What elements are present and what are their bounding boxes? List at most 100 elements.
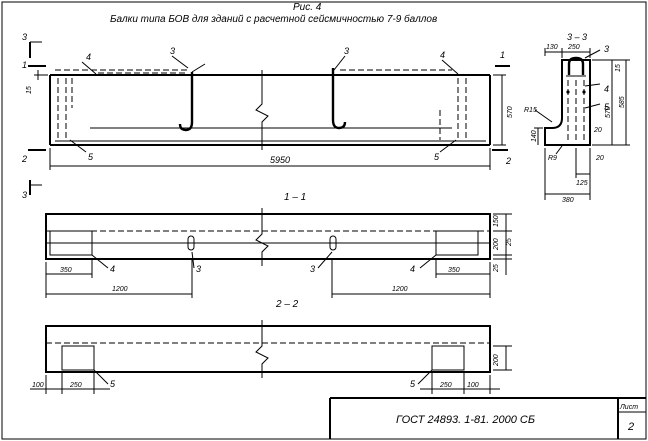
- leader-3-right-label: 3: [344, 46, 349, 56]
- dim-length-value: 5950: [270, 155, 290, 165]
- section-3-3: 3 – 3 3 4 5 130 250 15 570 585: [524, 32, 630, 204]
- cut-3-bottom-label: 3: [22, 190, 27, 200]
- section-3-3-r15-leader: [534, 109, 553, 123]
- section-2-2-leader-5-right-label: 5: [410, 379, 416, 389]
- section-2-2-leader-5-left: [93, 369, 109, 385]
- hook-bar-left: [178, 72, 194, 132]
- section-3-3-leader-3: [584, 49, 601, 59]
- section-3-3-outline: [544, 59, 591, 146]
- section-1-1-vdim-25a: 25: [506, 238, 513, 247]
- figure-number: Рис. 4: [293, 2, 322, 13]
- section-3-3-dim-570: 570: [605, 106, 612, 118]
- leader-5-left-label: 5: [88, 152, 94, 162]
- leader-5-left: [69, 139, 87, 153]
- section-3-3-bar-dot-2: [582, 90, 586, 94]
- section-3-3-dim-15: 15: [615, 64, 622, 72]
- section-1-1-leader-3-right: [317, 251, 333, 269]
- leader-4-left: [81, 61, 97, 75]
- section-3-3-dim-585: 585: [619, 96, 626, 108]
- section-2-2-dim-100-left: 100: [32, 382, 44, 389]
- section-1-1-vdim-25b: 25: [493, 264, 500, 273]
- break-symbol-elevation: [255, 70, 269, 150]
- dim-15-value: 15: [26, 86, 33, 94]
- section-1-1-dim-350-left: 350: [60, 267, 72, 274]
- section-3-3-hook: [567, 56, 585, 75]
- section-3-3-dim-130: 130: [546, 44, 558, 51]
- section-3-3-leader-3-label: 3: [604, 44, 609, 54]
- section-3-3-leader-5: [584, 103, 601, 109]
- title-block: ГОСТ 24893. 1-81. 2000 СБ Лист 2: [329, 397, 646, 439]
- section-1-1-hook-left: [187, 235, 195, 251]
- beam-elevation: 1 1 2 2 3 3 4 3 3 4 5 5 5950 570: [21, 32, 514, 200]
- section-2-2-break: [255, 320, 269, 378]
- figure-caption: Балки типа БОВ для зданий с расчетной се…: [110, 13, 437, 25]
- gost-designation: ГОСТ 24893. 1-81. 2000 СБ: [396, 414, 535, 426]
- section-3-3-title: 3 – 3: [567, 32, 587, 42]
- section-2-2-mesh-right: [431, 345, 465, 371]
- section-1-1-leader-3-left: [191, 251, 195, 269]
- section-2-2-dim-100-right: 100: [467, 382, 479, 389]
- section-3-3-r9-leader: [555, 145, 563, 155]
- section-1-1-leader-4-right: [419, 254, 437, 269]
- section-2-2-dim-250-left: 250: [69, 382, 82, 389]
- leader-5-right-label: 5: [434, 152, 440, 162]
- section-2-2-mesh-left: [61, 345, 95, 371]
- section-1-1: 1 – 1 4 3 3 4 350 1200 1200 350: [45, 192, 513, 298]
- section-1-1-leader-4-left: [91, 254, 109, 269]
- section-3-3-dim-r15: R15: [524, 107, 537, 114]
- cut-2-right-label: 2: [505, 156, 511, 166]
- sheet-number: 2: [627, 421, 634, 433]
- cut-1-right-label: 1: [500, 50, 505, 60]
- section-3-3-dim-20a: 20: [593, 127, 602, 134]
- section-1-1-mesh-left: [49, 230, 93, 256]
- section-2-2: 2 – 2 5 5 100 250 250 100 200: [30, 299, 512, 394]
- leader-3-right: [333, 55, 346, 71]
- section-2-2-title: 2 – 2: [275, 299, 299, 310]
- section-3-3-dim-250: 250: [567, 44, 580, 51]
- section-3-3-leader-4: [584, 83, 601, 87]
- section-1-1-title: 1 – 1: [284, 192, 306, 203]
- section-1-1-vdim-150: 150: [493, 215, 500, 227]
- section-1-1-mesh-right: [435, 230, 479, 256]
- section-1-1-leader-4-left-label: 4: [110, 264, 115, 274]
- section-3-3-dim-r9: R9: [548, 155, 557, 162]
- section-1-1-dim-1200-right: 1200: [392, 286, 408, 293]
- section-3-3-leader-4-label: 4: [604, 84, 609, 94]
- section-2-2-outline: [45, 325, 491, 373]
- section-1-1-leader-3-left-label: 3: [196, 264, 201, 274]
- cut-3-top-label: 3: [22, 32, 27, 42]
- leader-4-right-label: 4: [440, 50, 445, 60]
- hook-bend: [191, 63, 206, 73]
- leader-4-right: [441, 59, 459, 75]
- section-2-2-leader-5-right: [417, 369, 433, 385]
- section-3-3-leader-5-label: 5: [604, 102, 610, 112]
- section-1-1-vdim-200: 200: [493, 238, 500, 251]
- section-1-1-leader-4-right-label: 4: [410, 264, 415, 274]
- leader-3-left: [171, 55, 189, 69]
- section-2-2-vdim-200: 200: [493, 354, 500, 367]
- section-3-3-dim-20b: 20: [595, 155, 604, 162]
- hook-bar-right: [331, 68, 347, 130]
- leader-3-left-label: 3: [170, 46, 175, 56]
- leader-4-left-label: 4: [86, 52, 91, 62]
- section-1-1-break: [255, 208, 269, 266]
- section-3-3-dim-380: 380: [562, 197, 574, 204]
- section-1-1-dim-1200-left: 1200: [112, 286, 128, 293]
- section-1-1-dim-350-right: 350: [448, 267, 460, 274]
- section-1-1-outline: [45, 213, 491, 260]
- cut-1-left-label: 1: [22, 60, 27, 70]
- section-3-3-dim-140: 140: [531, 130, 538, 142]
- section-2-2-dim-250-right: 250: [439, 382, 452, 389]
- sheet-label: Лист: [619, 404, 638, 411]
- section-3-3-bar-dot-1: [566, 90, 570, 94]
- dim-height-value: 570: [507, 106, 514, 118]
- section-3-3-dim-125: 125: [576, 180, 588, 187]
- cut-2-left-label: 2: [21, 154, 27, 164]
- leader-5-right: [439, 139, 457, 153]
- section-1-1-leader-3-right-label: 3: [310, 264, 315, 274]
- section-2-2-leader-5-left-label: 5: [110, 379, 116, 389]
- section-1-1-hook-right: [329, 235, 337, 251]
